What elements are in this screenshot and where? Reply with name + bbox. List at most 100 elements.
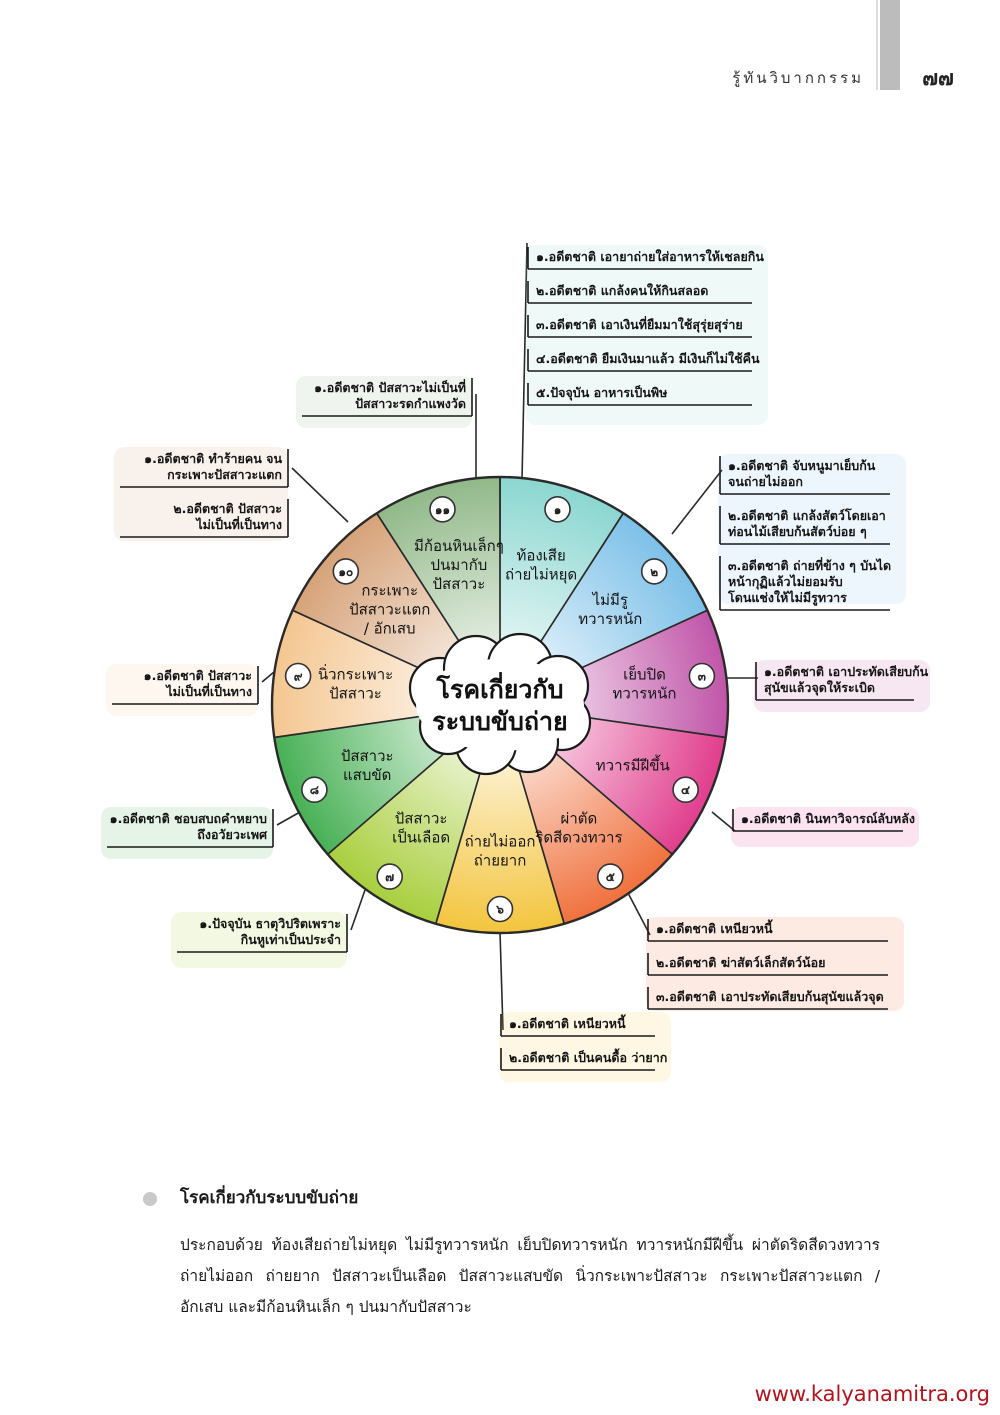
callout-background xyxy=(296,376,472,428)
callout-item-line: ๑.ปัจจุบัน ธาตุวิปริตเพราะ xyxy=(199,916,341,932)
callout-background xyxy=(101,807,273,859)
page-number: ๗๗ xyxy=(922,66,954,90)
segment-label-line: ไม่มีรู xyxy=(592,591,628,609)
callout-connector-9 xyxy=(261,671,275,683)
callout-box-4: ๑.อดีตชาติ นินทาวิจารณ์ลับหลัง xyxy=(731,807,919,847)
segment-number-badge xyxy=(332,558,360,585)
segment-number: ๗ xyxy=(385,870,394,884)
callout-item-line: ๑.อดีตชาติ เอาประทัดเสียบก้น xyxy=(764,664,929,679)
callout-connector-5 xyxy=(627,892,651,936)
segment-label-3: เย็บปิดทวารหนัก xyxy=(612,665,676,703)
segment-label-line: ปัสสาวะ xyxy=(341,747,394,765)
center-title-line2: ระบบขับถ่าย xyxy=(432,707,567,736)
callout-item: ๑.อดีตชาติ เหนียวหนี้ xyxy=(656,919,773,936)
wheel: ท้องเสียถ่ายไม่หยุด๑ไม่มีรูทวารหนัก๒เย็บ… xyxy=(270,475,730,935)
callout-item-line: จนถ่ายไม่ออก xyxy=(728,474,803,489)
callout-item-line: ๒.อดีตชาติ เป็นคนดื้อ ว่ายาก xyxy=(509,1048,667,1065)
segment-label-line: กระเพาะ xyxy=(361,581,418,599)
callout-item: ๒.อดีตชาติ ปัสสาวะไม่เป็นที่เป็นทาง xyxy=(173,501,282,532)
callout-item: ๑.อดีตชาติ นินทาวิจารณ์ลับหลัง xyxy=(741,811,915,826)
callout-item-line: ๑.อดีตชาติ ชอบสบถคำหยาบ xyxy=(110,811,267,826)
segment-label-line: เย็บปิด xyxy=(623,665,666,684)
segment-label-line: เป็นเลือด xyxy=(392,827,450,846)
segment-label-line: ผ่าตัด xyxy=(561,809,598,827)
callout-item-line: ๑.อดีตชาติ จับหนูมาเย็บก้น xyxy=(728,458,876,474)
segment-label-line: ทวารหนัก xyxy=(578,610,642,628)
callout-item: ๑.อดีตชาติ ชอบสบถคำหยาบถึงอวัยวะเพศ xyxy=(110,811,268,842)
callout-item-line: ๓.อดีตชาติ เอาประทัดเสียบก้นสุนัขแล้วจุด xyxy=(656,989,884,1005)
callout-item: ๓.อดีตชาติ เอาเงินที่ยืมมาใช้สุรุ่ยสุร่า… xyxy=(536,316,743,333)
segment-number: ๕ xyxy=(606,870,615,884)
segment-label-line: ถ่ายยาก xyxy=(474,852,527,870)
callout-item-line: กระเพาะปัสสาวะแตก xyxy=(167,467,282,482)
segment-label-line: ท้องเสีย xyxy=(516,546,565,564)
callout-item-line: ๑.อดีตชาติ นินทาวิจารณ์ลับหลัง xyxy=(741,811,915,826)
callout-item: ๒.อดีตชาติ เป็นคนดื้อ ว่ายาก xyxy=(509,1048,667,1065)
segment-label-line: ปัสสาวะ xyxy=(433,575,486,593)
callout-item: ๑.ปัจจุบัน ธาตุวิปริตเพราะกินหูเท่าเป็นป… xyxy=(199,916,341,948)
segment-label-11: มีก้อนหินเล็กๆปนมากับปัสสาวะ xyxy=(414,536,504,593)
callout-background xyxy=(731,807,919,847)
callout-background xyxy=(114,447,288,541)
segment-label-line: ริดสีดวงทวาร xyxy=(534,828,622,846)
callout-item: ๑.อดีตชาติ จับหนูมาเย็บก้นจนถ่ายไม่ออก xyxy=(728,458,876,489)
segment-label-10: กระเพาะปัสสาวะแตก/ อักเสบ xyxy=(349,581,430,637)
callout-background xyxy=(718,454,906,604)
running-header-title: รู้ทันวิบากกรรม xyxy=(732,69,864,87)
bullet-icon xyxy=(143,1192,157,1206)
segment-label-line: ปัสสาวะแตก xyxy=(349,600,430,618)
center-title-line1: โรคเกี่ยวกับ xyxy=(436,672,564,704)
callout-item-line: ถึงอวัยวะเพศ xyxy=(197,827,268,842)
callout-background xyxy=(754,660,930,712)
callout-item-line: ปัสสาวะรดกำแพงวัด xyxy=(355,396,466,411)
callout-background xyxy=(499,1012,671,1082)
footer-url[interactable]: www.kalyanamitra.org xyxy=(754,1382,990,1406)
segment-number-badge xyxy=(429,495,456,523)
callout-box-5: ๑.อดีตชาติ เหนียวหนี้๒.อดีตชาติ ฆ่าสัตว์… xyxy=(646,917,904,1011)
segment-label-5: ผ่าตัดริดสีดวงทวาร xyxy=(534,809,622,846)
callout-item-line: ไม่เป็นที่เป็นทาง xyxy=(194,516,282,532)
callout-item-line: ๒.อดีตชาติ ฆ่าสัตว์เล็กสัตว์น้อย xyxy=(656,955,825,970)
callout-background xyxy=(526,245,768,425)
callout-item-line: ๑.อดีตชาติ เหนียวหนี้ xyxy=(509,1014,626,1031)
callout-boxes: ๑.อดีตชาติ เอายาถ่ายใส่อาหารให้เชลยกิน๒.… xyxy=(101,245,930,1082)
callout-item-line: ๓.อดีตชาติ เอาเงินที่ยืมมาใช้สุรุ่ยสุร่า… xyxy=(536,316,743,333)
callout-connector-4 xyxy=(711,811,736,832)
callout-item-line: ๒.อดีตชาติ ปัสสาวะ xyxy=(173,501,282,516)
callout-item: ๕.ปัจจุบัน อาหารเป็นพิษ xyxy=(536,385,667,401)
segment-number-badge xyxy=(544,495,571,523)
callout-item-line: กินหูเท่าเป็นประจำ xyxy=(240,932,341,948)
callout-item-line: ๔.อดีตชาติ ยืมเงินมาแล้ว มีเงินก็ไม่ใช้ค… xyxy=(536,351,760,366)
callout-background xyxy=(106,664,258,716)
callout-item-line: ๓.อดีตชาติ ถ่ายที่ข้าง ๆ บันได xyxy=(728,557,891,573)
segment-label-8: ปัสสาวะแสบขัด xyxy=(341,747,394,784)
callout-item: ๒.อดีตชาติ แกล้งคนให้กินสลอด xyxy=(536,283,708,298)
segment-label-9: นิ่วกระเพาะปัสสาวะ xyxy=(318,664,393,703)
callout-item: ๑.อดีตชาติ ทำร้ายคน จนกระเพาะปัสสาวะแตก xyxy=(144,451,282,482)
callout-box-10: ๑.อดีตชาติ ทำร้ายคน จนกระเพาะปัสสาวะแตก๒… xyxy=(114,447,289,541)
callout-item-line: ๒.อดีตชาติ แกล้งสัตว์โดยเอา xyxy=(728,508,886,523)
callout-item: ๒.อดีตชาติ แกล้งสัตว์โดยเอาท่อนไม้เสียบก… xyxy=(728,508,886,539)
callout-connector-10 xyxy=(291,467,349,523)
segment-label-7: ปัสสาวะเป็นเลือด xyxy=(392,809,450,846)
callout-item-line: ๑.อดีตชาติ ปัสสาวะ xyxy=(144,668,252,683)
segment-number: ๙ xyxy=(294,670,303,684)
segment-number-badge xyxy=(301,776,328,804)
callout-item-line: ๕.ปัจจุบัน อาหารเป็นพิษ xyxy=(536,385,667,401)
header-tab-bar xyxy=(880,0,900,90)
disease-wheel-diagram: ๑.อดีตชาติ เอายาถ่ายใส่อาหารให้เชลยกิน๒.… xyxy=(101,242,930,1082)
segment-number: ๑ xyxy=(554,503,562,517)
callout-item-line: ๑.อดีตชาติ ปัสสาวะไม่เป็นที่ xyxy=(314,379,466,395)
segment-label-line: แสบขัด xyxy=(343,766,391,784)
callout-box-8: ๑.อดีตชาติ ชอบสบถคำหยาบถึงอวัยวะเพศ xyxy=(101,807,274,859)
callout-connector-6 xyxy=(499,931,504,1031)
callout-item: ๑.อดีตชาติ เอายาถ่ายใส่อาหารให้เชลยกิน xyxy=(536,249,764,264)
segment-number: ๓ xyxy=(698,670,706,684)
segment-label-line: / อักเสบ xyxy=(364,619,416,637)
callout-item: ๒.อดีตชาติ ฆ่าสัตว์เล็กสัตว์น้อย xyxy=(656,955,825,970)
segment-label-4: ทวารมีฝีขึ้น xyxy=(596,755,670,775)
segment-number-badge xyxy=(688,662,716,690)
header-divider xyxy=(876,0,878,90)
callout-box-6: ๑.อดีตชาติ เหนียวหนี้๒.อดีตชาติ เป็นคนดื… xyxy=(499,1012,671,1082)
